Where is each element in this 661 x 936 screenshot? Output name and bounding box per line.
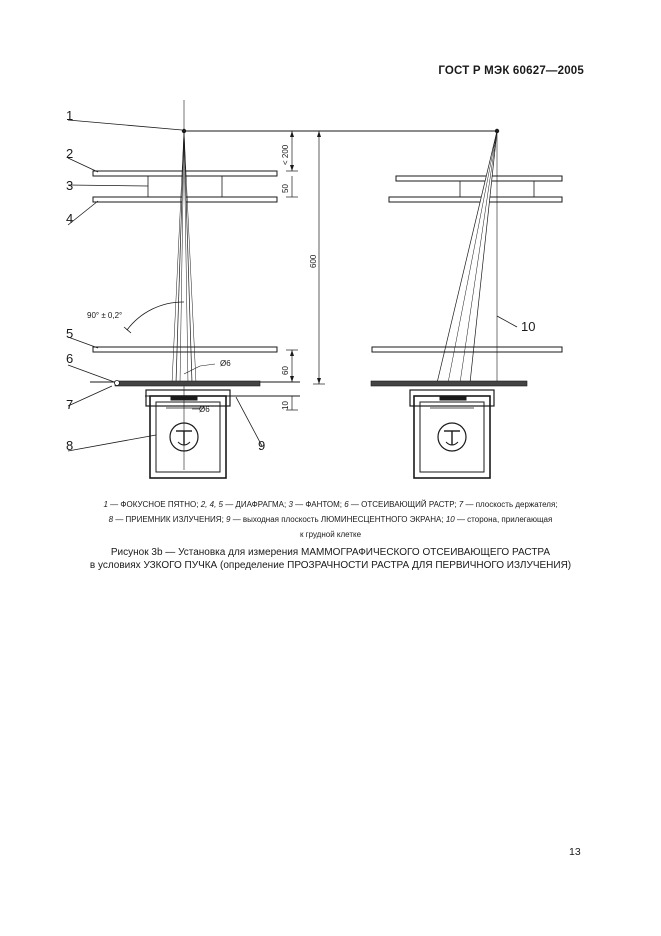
callout-leaders [67,119,263,452]
dimension-arrowheads [290,131,321,384]
callout-7: 7 [66,397,73,412]
callout-5: 5 [66,326,73,341]
callout-10: 10 [521,319,535,334]
dim-diameter-bottom: Ø6 [199,405,210,414]
callout-4: 4 [66,211,73,226]
left-assembly [90,100,497,479]
measurement-setup-figure: 1 2 3 4 5 6 7 8 9 10 < 200 50 600 60 10 … [66,100,563,479]
figure-caption: Рисунок 3b — Установка для измерения МАМ… [60,546,601,572]
dim-600: 600 [309,254,318,268]
right-assembly [370,130,563,479]
dim-diameter-top: Ø6 [220,359,231,368]
page-number: 13 [569,846,581,858]
caption-line-2: в условиях УЗКОГО ПУЧКА (определение ПРО… [89,560,572,571]
dim-200: < 200 [281,144,290,165]
callout-6: 6 [66,351,73,366]
callout-8: 8 [66,438,73,453]
caption-line-1: Рисунок 3b — Установка для измерения МАМ… [110,547,551,558]
callout-2: 2 [66,146,73,161]
callout-3: 3 [66,178,73,193]
dim-50: 50 [281,184,290,193]
legend-line-1: 1 — ФОКУСНОЕ ПЯТНО; 2, 4, 5 — ДИАФРАГМА;… [103,500,558,509]
dim-60: 60 [281,366,290,375]
dim-angle: 90° ± 0,2° [87,311,122,320]
legend-line-3: к грудной клетке [299,530,362,539]
document-header: ГОСТ Р МЭК 60627—2005 [438,65,584,77]
callout-1: 1 [66,108,73,123]
dim-10: 10 [281,401,290,410]
figure-legend: 1 — ФОКУСНОЕ ПЯТНО; 2, 4, 5 — ДИАФРАГМА;… [58,497,603,542]
dimension-lines [286,130,325,411]
legend-line-2: 8 — ПРИЕМНИК ИЗЛУЧЕНИЯ; 9 — выходная пло… [108,515,553,524]
callout-9: 9 [258,438,265,453]
focal-spot-left [181,128,187,134]
